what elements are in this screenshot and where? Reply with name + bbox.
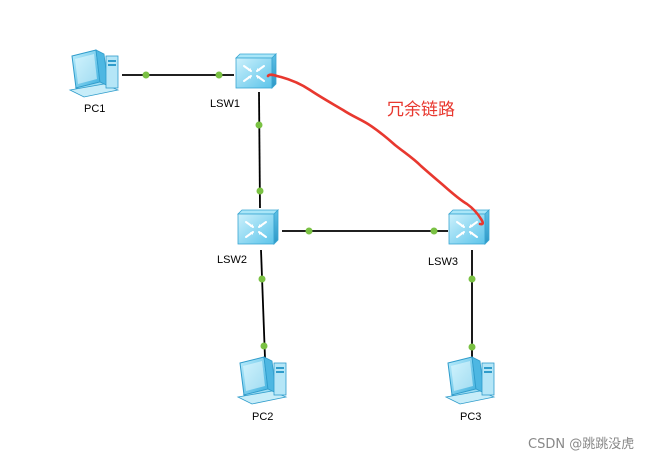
port-dot [142,71,150,79]
pc1-label: PC1 [84,103,106,115]
switch-lsw2-icon[interactable] [237,209,279,245]
port-dot [468,275,476,283]
port-dot [468,343,476,351]
pc3-label: PC3 [460,411,482,423]
lsw2-label: LSW2 [217,254,247,266]
port-dot [256,187,264,195]
pc3-icon[interactable] [445,356,495,405]
lsw3-label: LSW3 [428,256,458,268]
redundant-link-stroke [266,73,485,226]
port-dot [258,275,266,283]
port-dots [142,71,476,351]
link-lsw2-pc2 [260,249,266,359]
watermark: CSDN @跳跳没虎 [528,437,635,452]
pc2-icon[interactable] [237,356,287,405]
port-dot [430,227,438,235]
pc2-label: PC2 [252,411,274,423]
redundant-link-annotation: 冗余链路 [387,100,455,120]
switch-lsw3-icon[interactable] [448,209,490,245]
port-dot [305,227,313,235]
port-dot [215,71,223,79]
port-dot [260,342,268,350]
switch-lsw1-icon[interactable] [235,53,277,89]
pc1-icon[interactable] [69,49,119,98]
port-dot [255,121,263,129]
lsw1-label: LSW1 [210,98,240,110]
